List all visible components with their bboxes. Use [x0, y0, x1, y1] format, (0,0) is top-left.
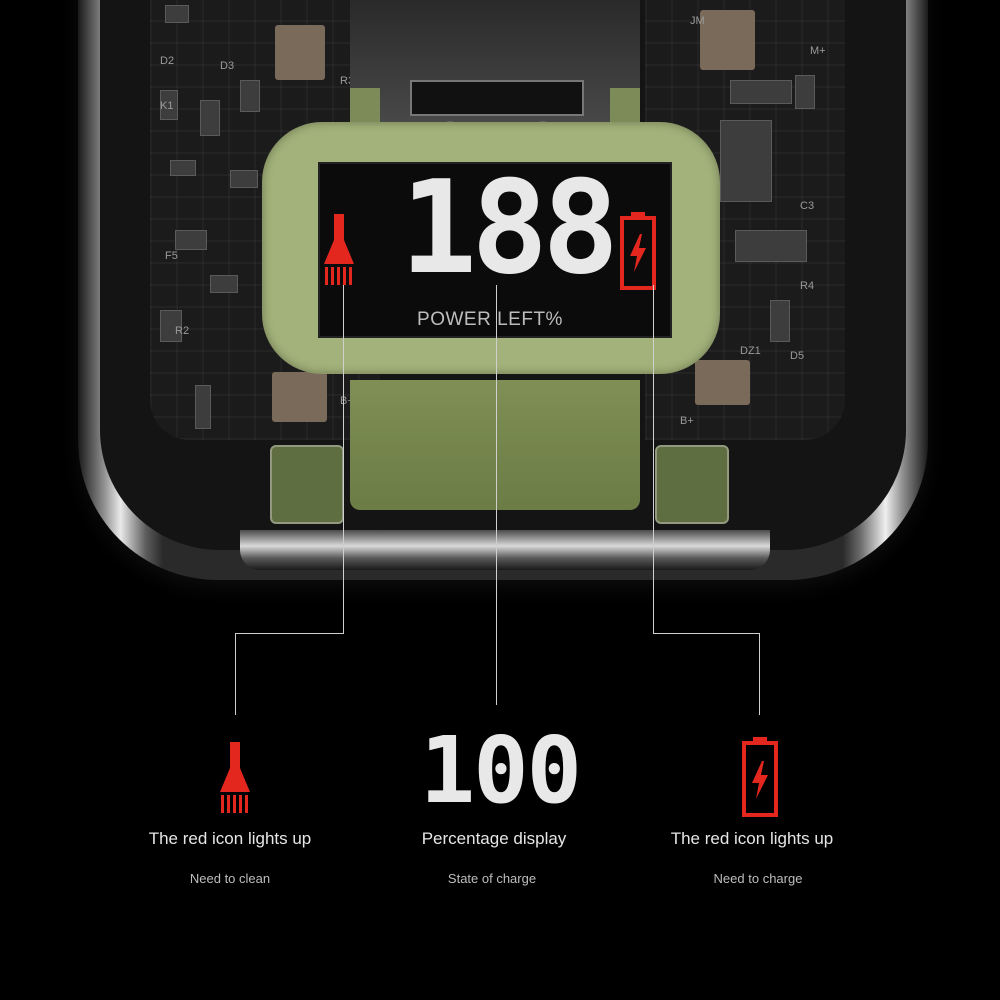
- pcb-label: DZ1: [740, 345, 761, 357]
- feature-subtitle-percentage: State of charge: [447, 871, 537, 886]
- callout-line-right-v1: [653, 285, 654, 633]
- pcb-label: F5: [165, 250, 178, 262]
- pcb-pad: [275, 25, 325, 80]
- feature-subtitle-charge: Need to charge: [713, 871, 803, 886]
- pcb-label: R2: [175, 325, 190, 337]
- pcb-label: D3: [220, 60, 235, 72]
- green-post-left: [270, 445, 344, 524]
- brush-icon: [220, 742, 250, 813]
- pcb-pad: [272, 372, 327, 422]
- pcb-label: M+: [810, 45, 826, 57]
- green-motor-housing: [350, 380, 640, 510]
- callout-line-right-v2: [759, 633, 760, 715]
- pcb-component: [770, 300, 790, 342]
- pcb-pad: [700, 10, 755, 70]
- bottom-rim: [240, 530, 770, 570]
- pcb-component: [230, 170, 258, 188]
- battery-icon: [620, 212, 656, 290]
- pcb-label: D5: [790, 350, 805, 362]
- callout-line-left-h: [235, 633, 344, 634]
- feature-title-charge: The red icon lights up: [670, 829, 834, 848]
- pcb-label: R4: [800, 280, 815, 292]
- green-post-right: [655, 445, 729, 524]
- pcb-label: JM: [690, 15, 705, 27]
- pcb-component: [730, 80, 792, 104]
- callout-line-left-v1: [343, 285, 344, 633]
- pcb-component: [210, 275, 238, 293]
- pcb-chip: [720, 120, 772, 202]
- pcb-component: [170, 160, 196, 176]
- pcb-component: [795, 75, 815, 109]
- callout-line-center: [496, 285, 497, 705]
- callout-line-right-h: [653, 633, 759, 634]
- green-bracket: [350, 88, 380, 128]
- pcb-label: K1: [160, 100, 174, 112]
- pcb-label: D2: [160, 55, 175, 67]
- pcb-component: [240, 80, 260, 112]
- led-display: [318, 162, 672, 338]
- pcb-component: [200, 100, 220, 136]
- pcb-component: [735, 230, 807, 262]
- display-label: POWER LEFT%: [417, 309, 563, 330]
- battery-icon: [742, 737, 778, 817]
- feature-subtitle-clean: Need to clean: [189, 871, 271, 886]
- pcb-component: [175, 230, 207, 250]
- percentage-digits: 100: [419, 717, 582, 824]
- green-bracket: [610, 88, 640, 128]
- pcb-component: [160, 310, 182, 342]
- feature-title-clean: The red icon lights up: [148, 829, 312, 848]
- pcb-label: C3: [800, 200, 815, 212]
- pcb-pad: [695, 360, 750, 405]
- pcb-component: [160, 90, 178, 120]
- pcb-label: B+: [680, 415, 694, 427]
- feature-title-percentage: Percentage display: [421, 829, 567, 848]
- connector-slot: [410, 80, 584, 116]
- pcb-component: [165, 5, 189, 23]
- brush-icon: [324, 214, 354, 285]
- pcb-component: [195, 385, 211, 429]
- display-digits: 188: [400, 154, 619, 303]
- callout-line-left-v2: [235, 633, 236, 715]
